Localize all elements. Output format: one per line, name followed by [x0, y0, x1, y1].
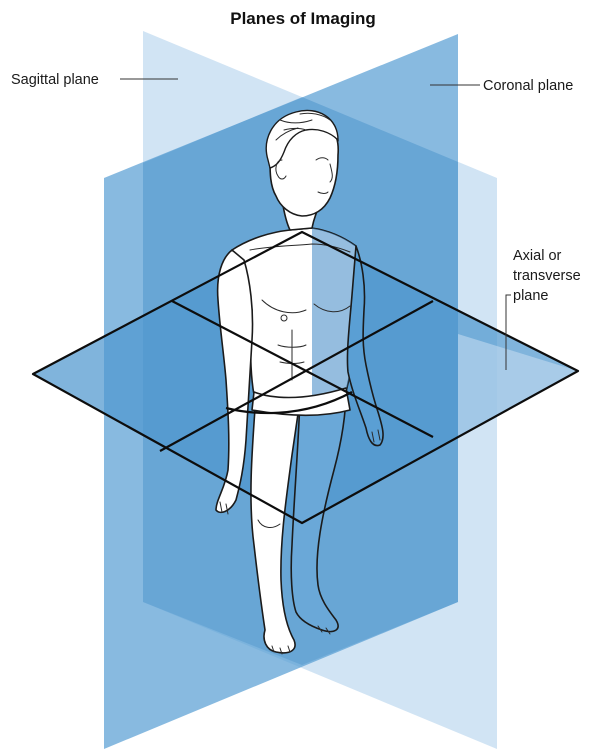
coronal-plane-label: Coronal plane: [483, 78, 573, 94]
axial-plane-label-line3: plane: [513, 288, 548, 304]
sagittal-plane-label: Sagittal plane: [11, 72, 99, 88]
axial-plane-label-line2: transverse: [513, 268, 581, 284]
page-title: Planes of Imaging: [230, 9, 375, 28]
axial-plane-label-line1: Axial or: [513, 248, 562, 264]
